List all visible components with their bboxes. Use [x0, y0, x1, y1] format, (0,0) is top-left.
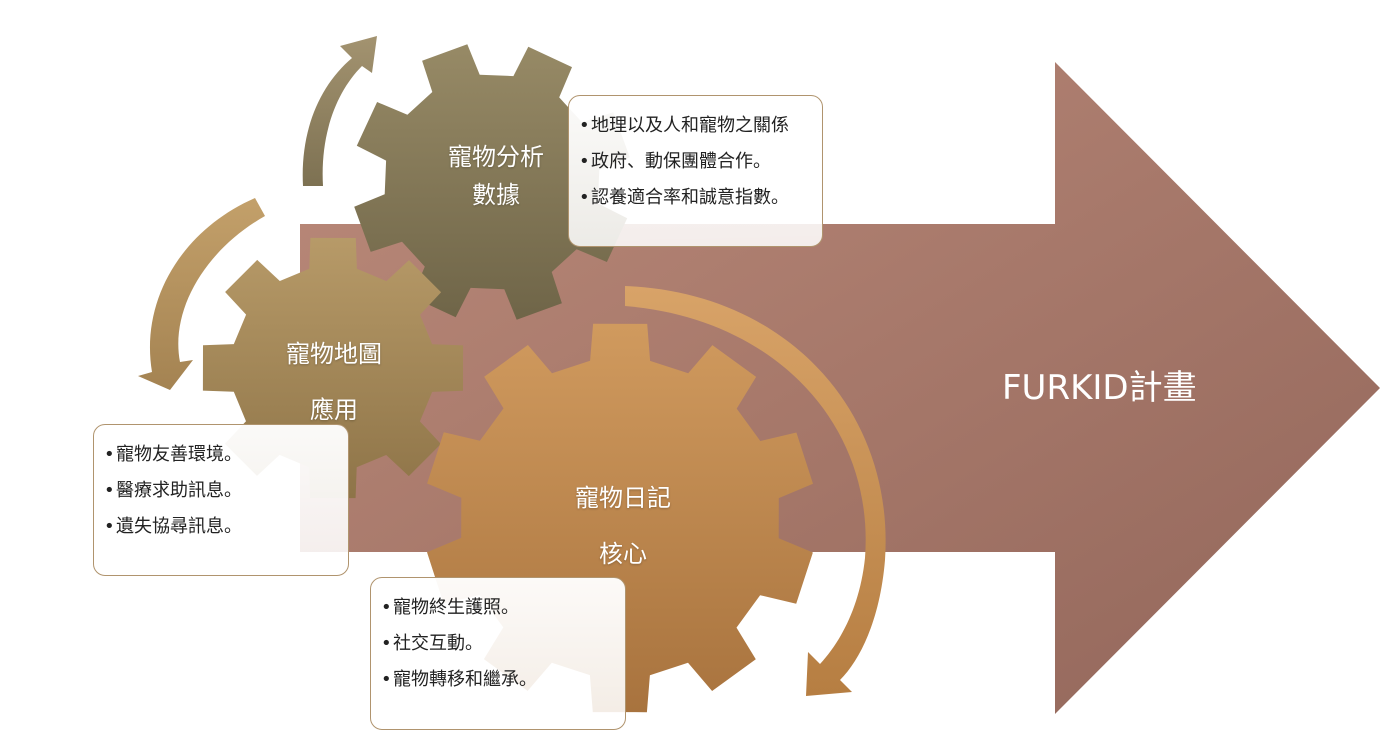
gear-diary-line2: 核心 [599, 540, 647, 568]
gear-analysis-line1: 寵物分析 [448, 143, 544, 171]
analysis-info-list: 地理以及人和寵物之關係 政府、動保團體合作。 認養適合率和誠意指數。 [579, 108, 812, 216]
main-arrow-label: FURKID計畫 [1002, 368, 1197, 408]
map-info-box: 寵物友善環境。 醫療求助訊息。 遺失協尋訊息。 [93, 424, 349, 576]
map-info-list: 寵物友善環境。 醫療求助訊息。 遺失協尋訊息。 [104, 437, 338, 545]
list-item: 認養適合率和誠意指數。 [579, 180, 812, 216]
list-item: 遺失協尋訊息。 [104, 509, 338, 545]
gear-map-line2: 應用 [310, 396, 358, 424]
list-item: 寵物友善環境。 [104, 437, 338, 473]
diary-info-list: 寵物終生護照。 社交互動。 寵物轉移和繼承。 [381, 590, 615, 698]
gear-diary-label: 寵物日記 核心 [563, 486, 683, 566]
gear-map-line1: 寵物地圖 [286, 340, 382, 368]
curved-arrow-left [138, 198, 265, 390]
list-item: 地理以及人和寵物之關係 [579, 108, 812, 144]
list-item: 醫療求助訊息。 [104, 473, 338, 509]
curved-arrow-right [625, 286, 886, 696]
list-item: 社交互動。 [381, 626, 615, 662]
gear-analysis-line2: 數據 [472, 181, 520, 209]
curved-arrow-top [302, 36, 377, 186]
list-item: 政府、動保團體合作。 [579, 144, 812, 180]
list-item: 寵物轉移和繼承。 [381, 662, 615, 698]
gear-analysis-label: 寵物分析 數據 [436, 145, 556, 207]
list-item: 寵物終生護照。 [381, 590, 615, 626]
gear-diary-line1: 寵物日記 [575, 484, 671, 512]
gear-map-label: 寵物地圖 應用 [274, 342, 394, 422]
analysis-info-box: 地理以及人和寵物之關係 政府、動保團體合作。 認養適合率和誠意指數。 [568, 95, 823, 247]
diary-info-box: 寵物終生護照。 社交互動。 寵物轉移和繼承。 [370, 577, 626, 730]
gearAnalysis-shape [354, 44, 630, 320]
gear-analysis [354, 44, 630, 320]
